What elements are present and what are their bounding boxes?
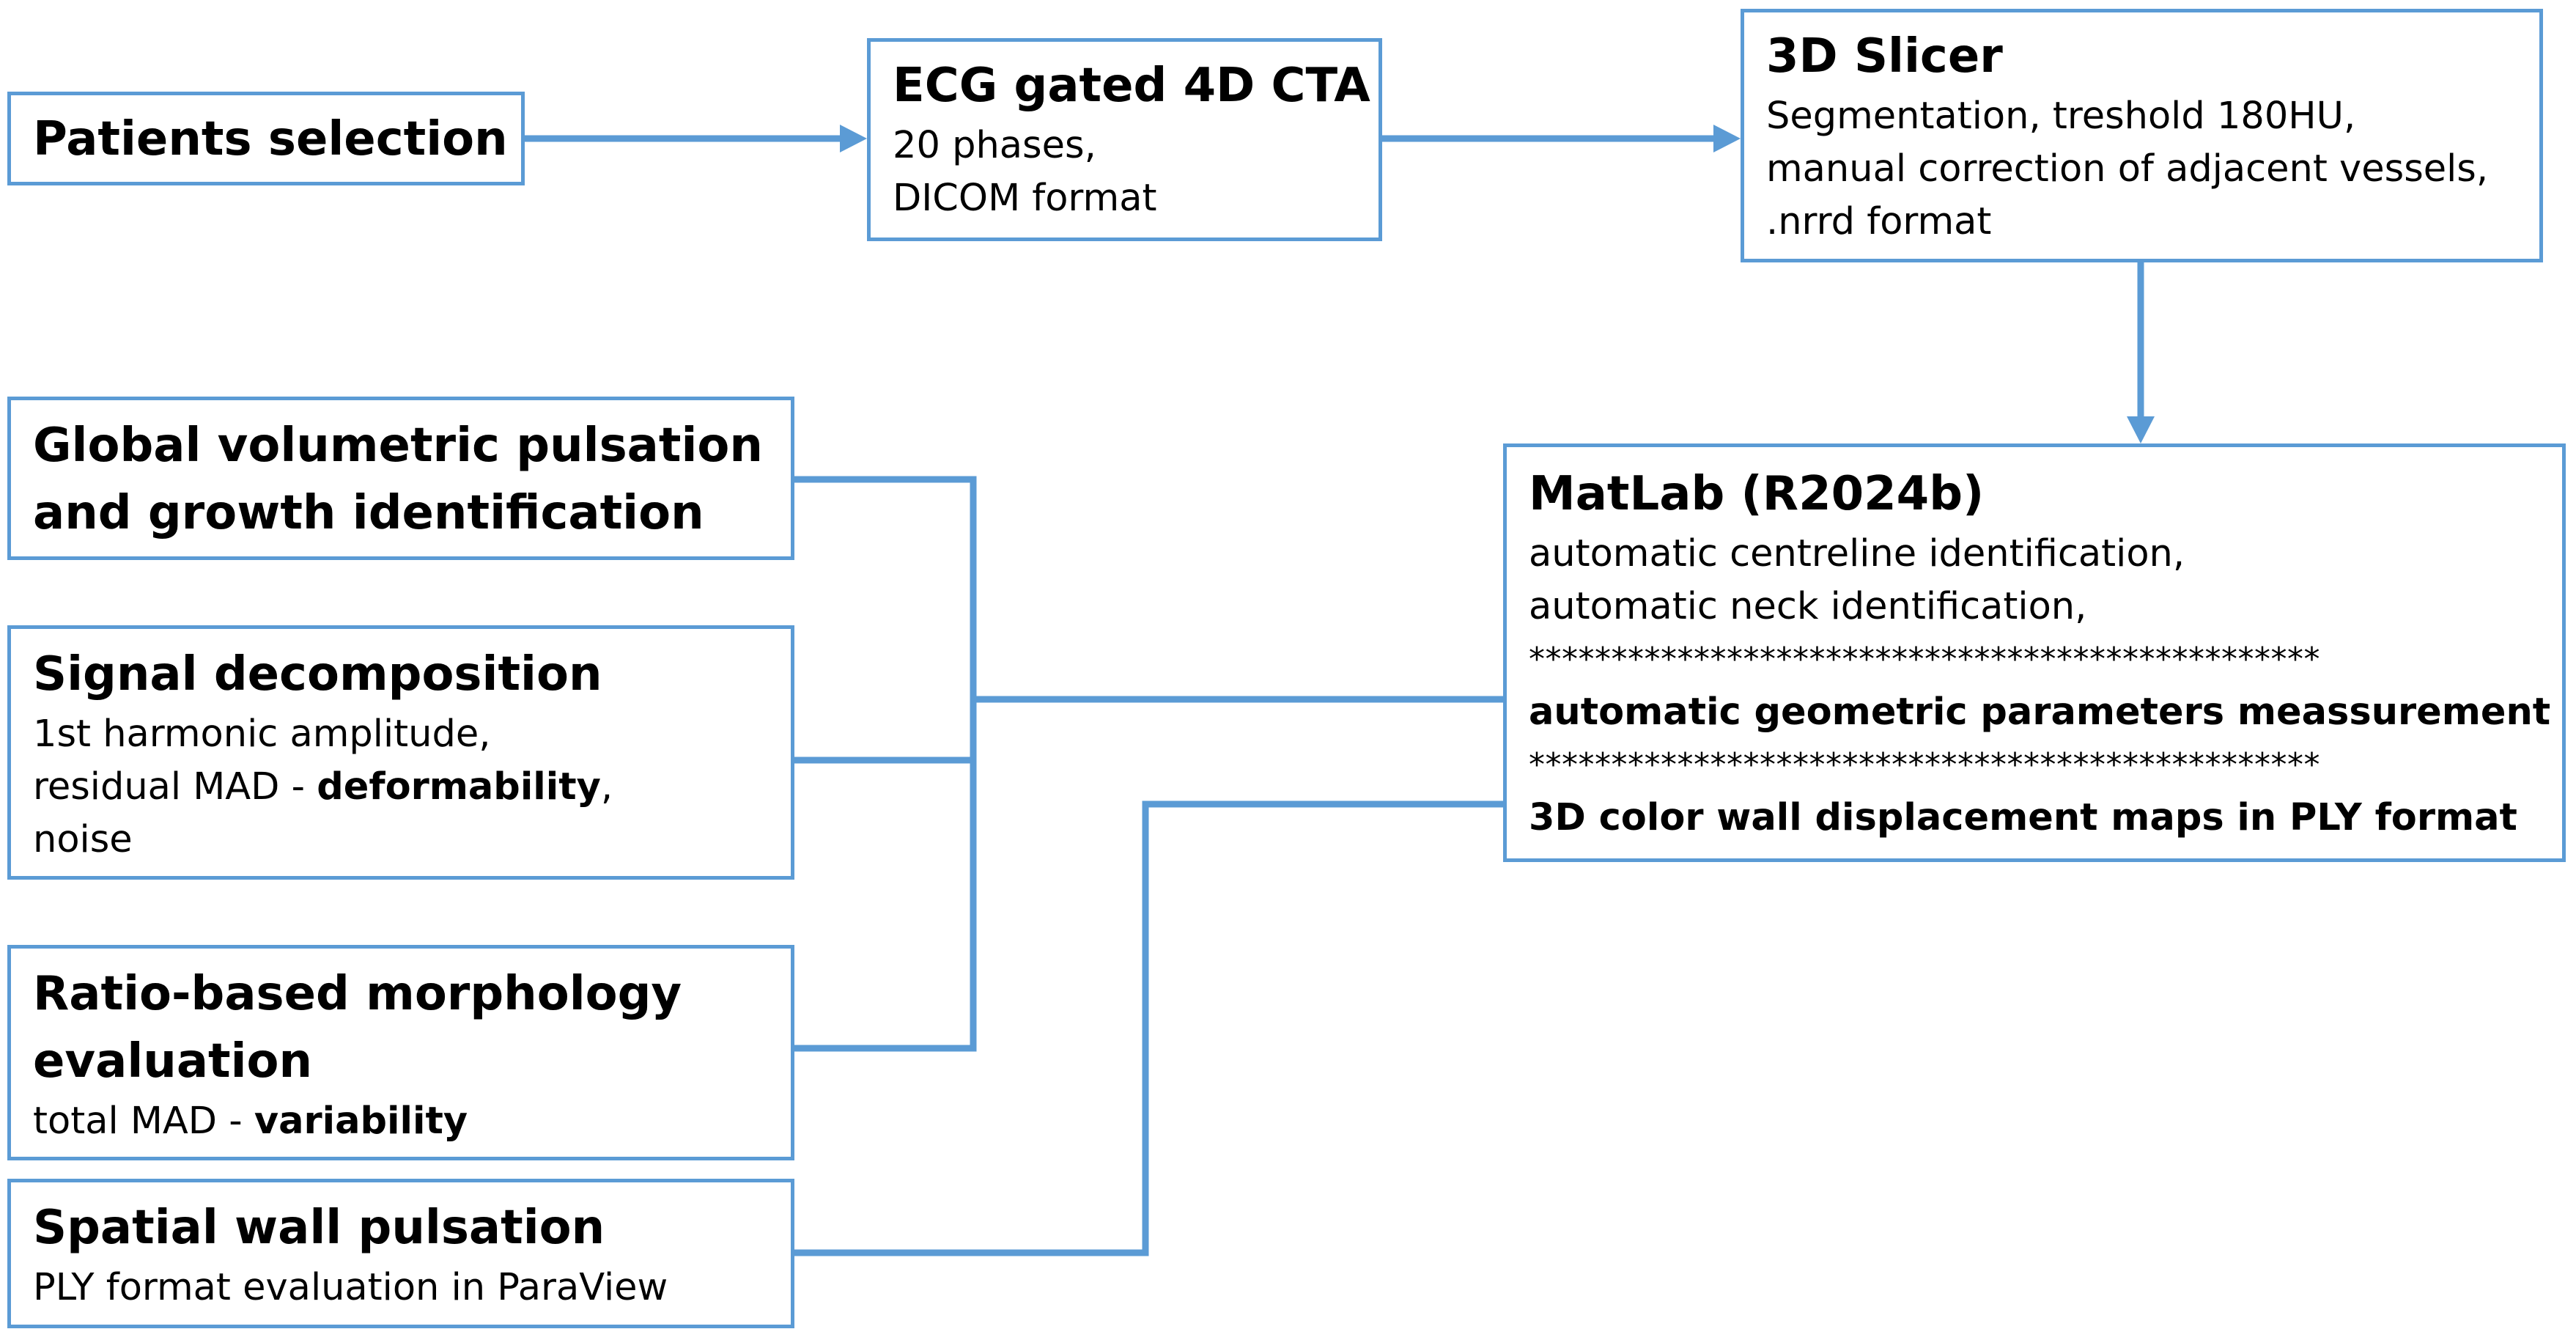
node-text-line: noise [33, 818, 133, 861]
node-text-line: DICOM format [893, 177, 1157, 220]
arrowhead-matlab [2127, 416, 2155, 443]
text-prefix: total MAD - [33, 1100, 254, 1143]
node-title: Patients selection [33, 112, 508, 166]
node-title: MatLab (R2024b) [1529, 467, 1985, 521]
node-text-line: 1st harmonic amplitude, [33, 713, 491, 756]
node-title: Spatial wall pulsation [33, 1201, 605, 1255]
node-title: Global volumetric pulsation [33, 419, 763, 473]
separator-stars: ****************************************… [1529, 641, 2320, 678]
node-text-line: .nrrd format [1766, 200, 1992, 243]
node-text-line: automatic neck identification, [1529, 585, 2087, 628]
node-text-line: Segmentation, treshold 180HU, [1766, 95, 2356, 138]
node-bold-line: 3D color wall displacement maps in PLY f… [1529, 796, 2517, 839]
node-ecg-gated-4d-cta: ECG gated 4D CTA 20 phases, DICOM format [867, 38, 1382, 241]
node-text-line: 20 phases, [893, 124, 1096, 167]
node-text-line: PLY format evaluation in ParaView [33, 1266, 668, 1309]
node-text-line: total MAD - variability [33, 1095, 769, 1148]
node-text-line: residual MAD - deformability, [33, 761, 769, 814]
node-patients-selection: Patients selection [7, 92, 525, 185]
connector-matlab-to-spatial [794, 800, 1503, 1256]
node-title: 3D Slicer [1766, 29, 2003, 84]
node-title: Signal decomposition [33, 647, 602, 702]
node-title: ECG gated 4D CTA [893, 59, 1370, 113]
node-signal-decomposition: Signal decomposition 1st harmonic amplit… [7, 625, 794, 880]
separator-stars: ****************************************… [1529, 746, 2320, 784]
node-text-line: manual correction of adjacent vessels, [1766, 147, 2489, 191]
node-title: and growth identification [33, 486, 704, 540]
arrowhead-slicer [1713, 125, 1741, 152]
node-title: evaluation [33, 1034, 313, 1089]
text-prefix: residual MAD - [33, 765, 317, 809]
text-suffix: , [600, 765, 613, 809]
node-bold-line: automatic geometric parameters meassurem… [1529, 691, 2551, 734]
node-spatial-wall-pulsation: Spatial wall pulsation PLY format evalua… [7, 1179, 794, 1328]
node-ratio-based-morphology: Ratio-based morphology evaluation total … [7, 945, 794, 1160]
node-text-line: automatic centreline identification, [1529, 532, 2185, 575]
node-global-volumetric-pulsation: Global volumetric pulsation and growth i… [7, 397, 794, 560]
node-3d-slicer: 3D Slicer Segmentation, treshold 180HU, … [1741, 9, 2543, 262]
text-bold: deformability [317, 765, 601, 809]
node-title: Ratio-based morphology [33, 967, 682, 1021]
text-bold: variability [254, 1100, 468, 1143]
arrowhead-ecg [840, 125, 867, 152]
bracket-left-outputs [794, 476, 977, 1052]
node-matlab: MatLab (R2024b) automatic centreline ide… [1503, 443, 2566, 862]
